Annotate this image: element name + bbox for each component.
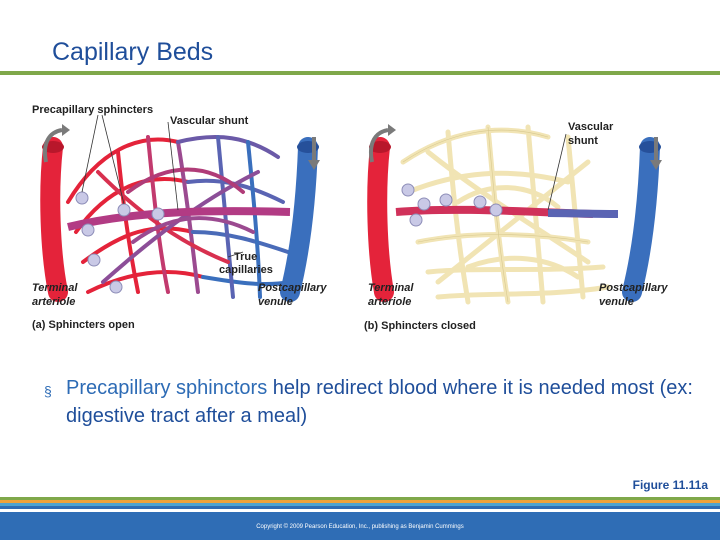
panel-a-vascular-shunt [67, 207, 291, 231]
label-vascular-shunt-b-1: Vascular [568, 121, 614, 133]
panel-b-precapillary-sphincters [401, 183, 503, 227]
label-precapillary-sphincters: Precapillary sphincters [32, 104, 153, 116]
panel-a-precapillary-sphincters [75, 191, 165, 294]
panel-a-outflow-arrowhead [308, 160, 320, 170]
stripe-light-blue [0, 503, 720, 506]
title-underline [0, 71, 720, 75]
label-terminal-arteriole-a-1: Terminal [32, 282, 78, 294]
label-terminal-arteriole-a-2: arteriole [32, 296, 75, 308]
panel-b-outflow-arrowhead [650, 160, 662, 170]
label-true-capillaries-2: capillaries [219, 264, 273, 276]
bullet-rest: help redirect blood where it is needed m… [66, 377, 693, 427]
panel-b-inflow-arrowhead [388, 124, 396, 136]
leader-shunt [167, 121, 179, 211]
label-vascular-shunt-a: Vascular shunt [170, 115, 249, 127]
leader-shunt-b [547, 133, 567, 211]
footer-band [0, 512, 720, 540]
panel-b: Vascular shunt Terminal arteriole Postca… [364, 121, 668, 332]
leader-precapillary-1 [81, 114, 99, 193]
panel-a-terminal-arteriole [40, 137, 68, 302]
label-postcapillary-venule-a-1: Postcapillary [258, 282, 327, 294]
label-terminal-arteriole-b-2: arteriole [368, 296, 411, 308]
caption-sphincters-closed: (b) Sphincters closed [364, 320, 476, 332]
panel-a: Precapillary sphincters Vascular shunt T… [32, 104, 327, 331]
label-terminal-arteriole-b-1: Terminal [368, 282, 414, 294]
panel-a-inflow-arrow [43, 128, 63, 163]
panel-a-postcapillary-venule [280, 137, 318, 302]
label-postcapillary-venule-b-2: venule [599, 296, 634, 308]
panel-b-shunt-venous-end [547, 209, 619, 218]
capillary-bed-figure: Precapillary sphincters Vascular shunt T… [32, 104, 668, 332]
bullet-highlight: Precapillary sphinctors [66, 377, 268, 399]
label-postcapillary-venule-a-2: venule [258, 296, 293, 308]
figure-reference: Figure 11.11a [632, 478, 708, 492]
label-true-capillaries-1: True [234, 251, 257, 263]
stripe-blue [0, 506, 720, 509]
stripe-green [0, 497, 720, 500]
slide-title: Capillary Beds [52, 38, 214, 66]
leader-true-capillaries [227, 251, 244, 258]
leader-precapillary-2 [101, 114, 125, 205]
panel-b-terminal-arteriole [367, 137, 394, 302]
panel-a-inflow-arrowhead [62, 124, 70, 136]
bullet-text: Precapillary sphinctors help redirect bl… [66, 374, 696, 430]
panel-b-arteriole-opening [369, 141, 391, 153]
bullet-marker-icon: § [44, 383, 52, 399]
panel-b-inflow-arrow [369, 128, 389, 163]
stripe-orange [0, 500, 720, 503]
label-vascular-shunt-b-2: shunt [568, 135, 598, 147]
footer-stripes [0, 497, 720, 509]
copyright-text: Copyright © 2009 Pearson Education, Inc.… [256, 524, 464, 530]
caption-sphincters-open: (a) Sphincters open [32, 319, 135, 331]
panel-b-postcapillary-venule [622, 137, 660, 302]
label-postcapillary-venule-b-1: Postcapillary [599, 282, 668, 294]
